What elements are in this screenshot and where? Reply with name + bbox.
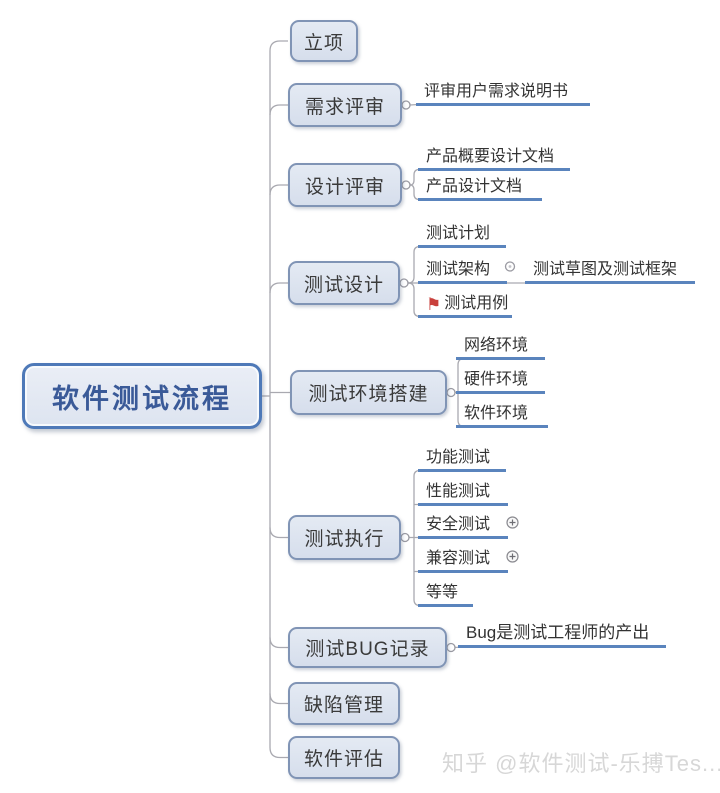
- subtopic-label: 网络环境: [464, 337, 529, 354]
- collapse-toggle-test-execution[interactable]: [400, 532, 410, 543]
- subtopic-label: 硬件环境: [464, 371, 529, 388]
- collapse-toggle-requirements-review[interactable]: [401, 100, 411, 110]
- subtopic-product-outline-design-doc[interactable]: 产品概要设计文档: [418, 143, 570, 171]
- collapse-toggle-test-design[interactable]: [399, 278, 409, 288]
- collapse-toggle-test-bug-recording[interactable]: [446, 642, 456, 653]
- subtopic-test-cases[interactable]: ⚑ 测试用例: [418, 291, 512, 318]
- subtopic-product-design-doc[interactable]: 产品设计文档: [418, 174, 542, 201]
- topic-label: 设计评审: [304, 176, 385, 198]
- subtopic-label: 兼容测试: [426, 550, 491, 567]
- subtopic-test-sketch-and-framework[interactable]: 测试草图及测试框架: [525, 256, 695, 284]
- expand-icon-compatibility-testing[interactable]: [506, 550, 519, 563]
- topic-label: 测试执行: [304, 529, 385, 550]
- subtopic-review-user-requirements-spec[interactable]: 评审用户需求说明书: [416, 82, 590, 106]
- topic-test-environment-setup[interactable]: 测试环境搭建: [290, 370, 447, 415]
- subtopic-label: 产品概要设计文档: [426, 148, 555, 165]
- subtopic-label: 等等: [426, 584, 459, 601]
- subtopic-test-architecture[interactable]: 测试架构: [418, 257, 507, 284]
- topic-label: 缺陷管理: [303, 695, 384, 716]
- topic-requirements-review[interactable]: 需求评审: [288, 83, 402, 127]
- subtopic-label: 软件环境: [464, 405, 529, 422]
- subtopic-etc[interactable]: 等等: [418, 582, 473, 607]
- subtopic-performance-testing[interactable]: 性能测试: [418, 481, 508, 506]
- topic-software-evaluation[interactable]: 软件评估: [288, 736, 400, 779]
- subtopic-network-environment[interactable]: 网络环境: [456, 335, 545, 360]
- topic-test-bug-recording[interactable]: 测试BUG记录: [288, 627, 447, 668]
- subtopic-label: 性能测试: [426, 483, 491, 500]
- subtopic-functional-testing[interactable]: 功能测试: [418, 447, 506, 472]
- red-flag-icon: ⚑: [426, 295, 442, 314]
- topic-project-initiation[interactable]: 立项: [290, 20, 358, 62]
- topic-test-design[interactable]: 测试设计: [288, 261, 400, 305]
- subtopic-bug-is-tester-output[interactable]: Bug是测试工程师的产出: [458, 620, 666, 648]
- watermark-text: 知乎 @软件测试-乐搏Tes...: [442, 751, 720, 776]
- subtopic-label: 测试计划: [426, 225, 491, 242]
- subtopic-label: 安全测试: [426, 516, 491, 533]
- subtopic-test-plan[interactable]: 测试计划: [418, 224, 506, 248]
- topic-label: 测试环境搭建: [308, 384, 429, 405]
- topic-root[interactable]: 软件测试流程: [22, 363, 262, 429]
- subtopic-label: 功能测试: [426, 449, 491, 466]
- topic-test-execution[interactable]: 测试执行: [288, 515, 401, 560]
- topic-label: 需求评审: [304, 96, 385, 118]
- topic-label: 测试设计: [303, 274, 384, 296]
- topic-root-label: 软件测试流程: [52, 383, 232, 414]
- subtopic-software-environment[interactable]: 软件环境: [456, 403, 548, 428]
- topic-design-review[interactable]: 设计评审: [288, 163, 402, 207]
- subtopic-label: 测试架构: [426, 261, 491, 278]
- subtopic-security-testing[interactable]: 安全测试: [418, 514, 508, 539]
- subtopic-label: 测试草图及测试框架: [533, 261, 678, 278]
- subtopic-compatibility-testing[interactable]: 兼容测试: [418, 548, 508, 573]
- expand-icon-security-testing[interactable]: [506, 516, 519, 529]
- subtopic-label: 产品设计文档: [426, 178, 523, 195]
- topic-defect-management[interactable]: 缺陷管理: [288, 682, 400, 725]
- topic-label: 测试BUG记录: [305, 639, 430, 660]
- topic-label: 立项: [303, 32, 344, 54]
- collapse-toggle-test-architecture-dot: [508, 265, 512, 268]
- topic-label: 软件评估: [303, 749, 384, 770]
- collapse-toggle-design-review[interactable]: [401, 180, 411, 190]
- subtopic-label: Bug是测试工程师的产出: [466, 623, 650, 642]
- subtopic-label: 评审用户需求说明书: [424, 83, 569, 100]
- collapse-toggle-test-environment-setup[interactable]: [446, 387, 456, 398]
- subtopic-hardware-environment[interactable]: 硬件环境: [456, 369, 545, 394]
- subtopic-label: 测试用例: [444, 295, 509, 312]
